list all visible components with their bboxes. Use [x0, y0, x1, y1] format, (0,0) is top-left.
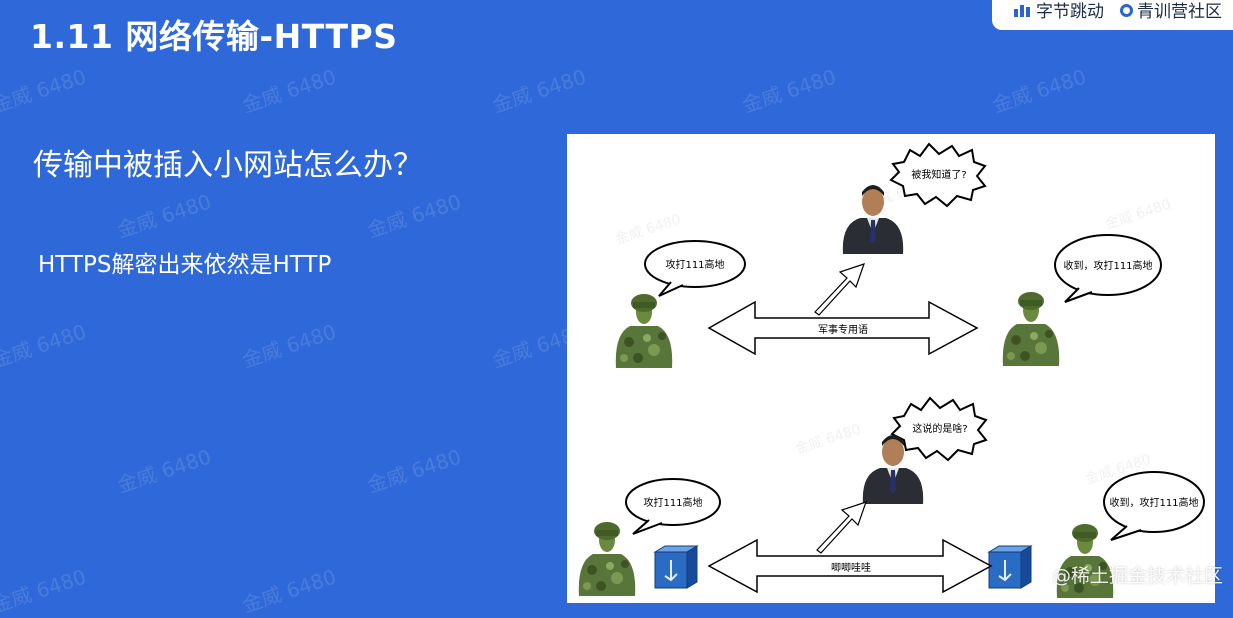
svg-text:金威 6480: 金威 6480 — [1103, 197, 1173, 233]
diagram-svg: 金威 6480 金威 6480 金威 6480 金威 6480 金威 6480 … — [578, 142, 1205, 598]
scene1-eavesdropper-bubble: 被我知道了? — [889, 142, 987, 208]
watermark-text: 金威 6480 — [239, 64, 340, 118]
scene2-channel-label: 唧唧哇哇 — [831, 561, 871, 574]
watermark-text: 金威 6480 — [489, 64, 590, 118]
scene1-receiver-text: 收到，攻打111高地 — [1063, 259, 1152, 272]
encryption-box-icon — [654, 545, 698, 589]
watermark-text: 金威 6480 — [364, 189, 465, 243]
scene1-sender-bubble: 攻打111高地 — [644, 240, 746, 297]
scene1-channel-label: 军事专用语 — [818, 323, 868, 336]
watermark-text: 金威 6480 — [114, 444, 215, 498]
watermark-text: 金威 6480 — [239, 564, 340, 618]
scene2-receiver-bubble: 收到，攻打111高地 — [1103, 471, 1205, 541]
scene2-intercept-arrow — [816, 501, 867, 554]
scene1-intercept-arrow — [814, 263, 865, 316]
watermark-text: 金威 6480 — [364, 444, 465, 498]
scene1-eavesdropper-text: 被我知道了? — [911, 168, 966, 181]
scene2-channel-arrow — [707, 538, 993, 594]
scene2-eavesdropper-bubble: 这说的是啥? — [890, 396, 988, 462]
slide-subtext: HTTPS解密出来依然是HTTP — [38, 252, 332, 278]
svg-text:金威 6480: 金威 6480 — [793, 422, 863, 458]
receiver-soldier-icon — [1002, 292, 1060, 366]
scene2-sender-text: 攻打111高地 — [643, 496, 702, 509]
scene2-eavesdropper-text: 这说的是啥? — [912, 422, 967, 435]
watermark-text: 金威 6480 — [739, 64, 840, 118]
slide-title: 1.11 网络传输-HTTPS — [30, 17, 398, 56]
watermark-text: 金威 6480 — [989, 64, 1090, 118]
decryption-box-icon — [988, 545, 1032, 589]
scene1-receiver-bubble: 收到，攻打111高地 — [1054, 234, 1162, 303]
bytedance-logo: 字节跳动 — [1014, 0, 1104, 22]
scene2-receiver-text: 收到，攻打111高地 — [1109, 496, 1198, 509]
slide-question: 传输中被插入小网站怎么办？ — [33, 148, 423, 183]
sender-soldier-icon — [615, 294, 673, 368]
bytedance-logo-text: 字节跳动 — [1036, 1, 1104, 22]
watermark-text: 金威 6480 — [0, 64, 90, 118]
https-diagram: 金威 6480 金威 6480 金威 6480 金威 6480 金威 6480 … — [567, 134, 1215, 603]
community-logo-text: 青训营社区 — [1137, 1, 1222, 22]
ring-icon — [1120, 3, 1133, 17]
sender-soldier-icon — [578, 522, 636, 596]
watermark-text: 金威 6480 — [0, 319, 90, 373]
scene2-sender-bubble: 攻打111高地 — [625, 478, 721, 535]
watermark-text: 金威 6480 — [114, 189, 215, 243]
bars-icon — [1014, 4, 1030, 17]
watermark-text: 金威 6480 — [0, 564, 90, 618]
scene1-sender-text: 攻打111高地 — [665, 258, 724, 271]
scene1-channel-arrow — [707, 300, 979, 356]
brand-logos: 字节跳动 青训营社区 — [992, 0, 1233, 30]
credit-watermark: @稀土掘金技术社区 — [1052, 565, 1224, 587]
community-logo: 青训营社区 — [1120, 0, 1222, 22]
watermark-text: 金威 6480 — [239, 319, 340, 373]
